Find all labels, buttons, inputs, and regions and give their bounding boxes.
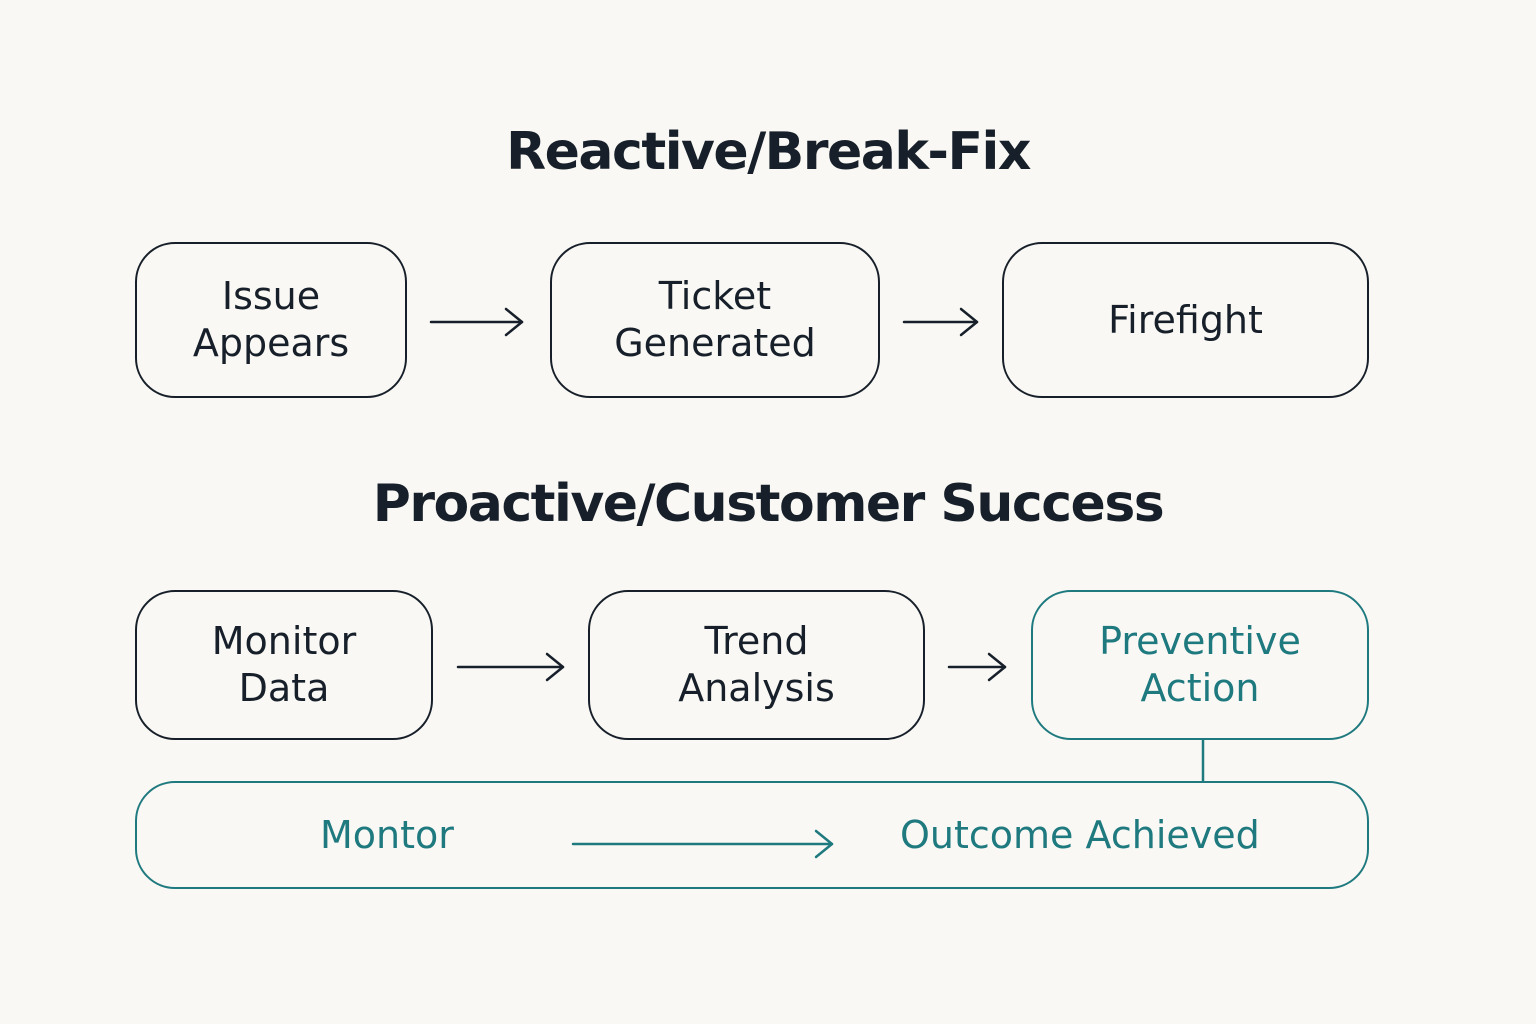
- step-firefight: Firefight: [1002, 242, 1369, 398]
- step-issue-appears: Issue Appears: [135, 242, 407, 398]
- arrow-trend-to-preventive-icon: [947, 652, 1007, 682]
- outcome-bar-right-label: Outcome Achieved: [900, 813, 1260, 857]
- step-ticket-generated: Ticket Generated: [550, 242, 880, 398]
- step-monitor-data: Monitor Data: [135, 590, 433, 740]
- reactive-heading: Reactive/Break-Fix: [506, 122, 1031, 182]
- step-label: Trend Analysis: [678, 619, 835, 710]
- step-preventive-action: Preventive Action: [1031, 590, 1369, 740]
- arrow-ticket-to-firefight-icon: [902, 307, 979, 337]
- outcome-bar-left-label: Montor: [320, 813, 454, 857]
- step-label: Firefight: [1108, 297, 1263, 342]
- arrow-issue-to-ticket-icon: [429, 307, 524, 337]
- step-label: Ticket Generated: [614, 274, 816, 365]
- step-label: Monitor Data: [211, 619, 357, 710]
- proactive-heading: Proactive/Customer Success: [372, 474, 1165, 534]
- outcome-bar: [135, 781, 1369, 889]
- step-trend-analysis: Trend Analysis: [588, 590, 925, 740]
- step-label: Preventive Action: [1099, 619, 1301, 710]
- arrow-monitor-to-trend-icon: [456, 652, 565, 682]
- arrow-monitor-to-outcome-icon: [571, 829, 834, 859]
- step-label: Issue Appears: [192, 274, 350, 365]
